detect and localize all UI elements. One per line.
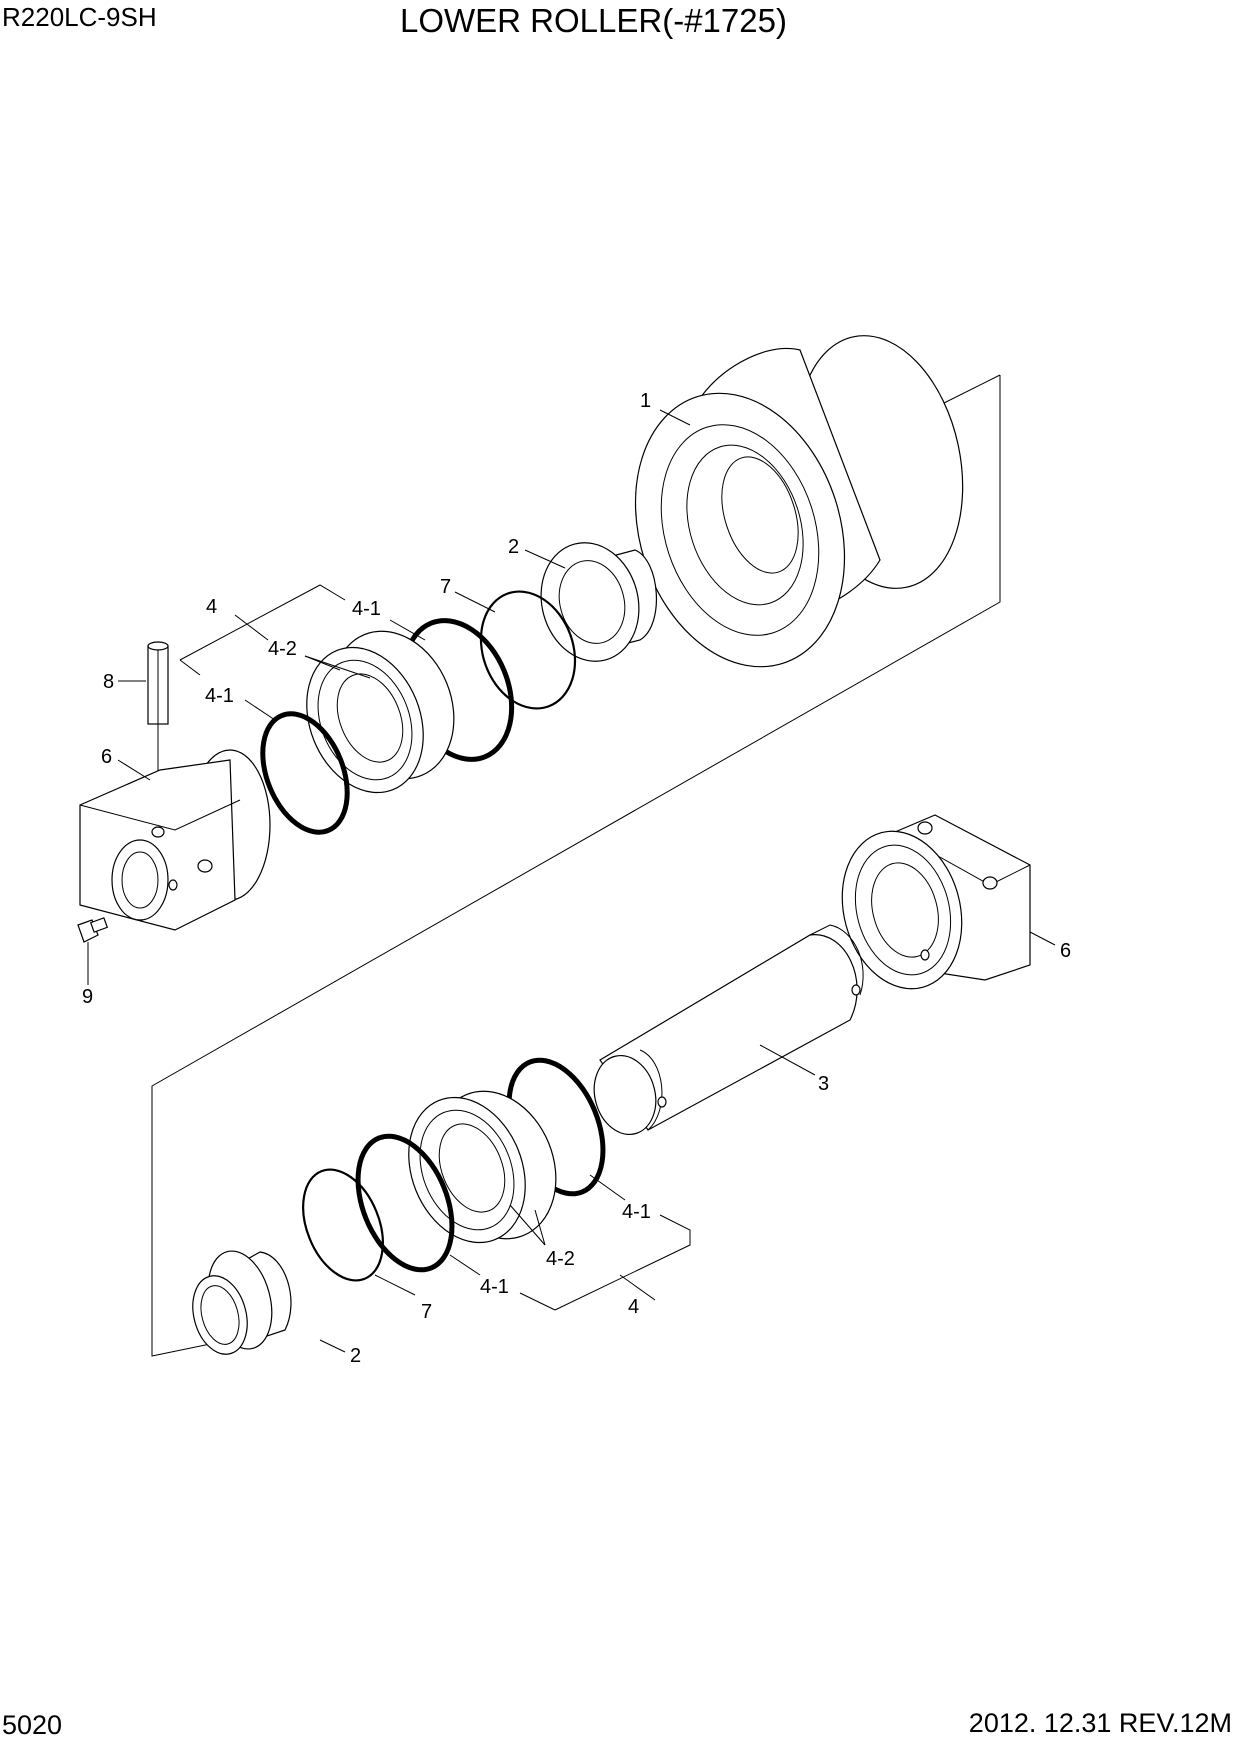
part-4-2-floating-seal-top <box>304 630 455 794</box>
callout-4-top: 4 <box>206 596 217 618</box>
callout-4-bottom: 4 <box>628 1296 639 1318</box>
part-2-bushing-bottom <box>192 1250 346 1355</box>
group-4-bracket-top <box>179 584 346 661</box>
part-4-1-o-ring-bottom-left <box>355 1133 481 1276</box>
callout-2-top: 2 <box>508 536 519 558</box>
part-2-bushing-top <box>524 542 657 662</box>
part-7-o-ring-top <box>454 590 577 710</box>
callout-4-1-bottom-right: 4-1 <box>622 1201 651 1223</box>
assembly-frame-top <box>939 374 1001 406</box>
page-number: 5020 <box>2 1710 63 1740</box>
callout-2-bottom: 2 <box>350 1345 361 1367</box>
assembly-frame <box>151 375 1001 1357</box>
callout-4-1-top-right: 4-1 <box>352 598 381 620</box>
part-1-roller-shell <box>634 335 964 668</box>
part-3-shaft <box>593 924 864 1136</box>
part-7-o-ring-bottom <box>302 1168 416 1296</box>
callout-7-top: 7 <box>440 576 451 598</box>
page-title: LOWER ROLLER(-#1725) <box>400 2 787 39</box>
revision-date: 2012. 12.31 REV.12M <box>968 1708 1232 1738</box>
callout-1: 1 <box>640 390 651 412</box>
callout-7-bottom: 7 <box>421 1301 432 1323</box>
callout-9: 9 <box>82 986 93 1008</box>
callout-4-2-bottom: 4-2 <box>546 1248 575 1270</box>
callout-4-2-top: 4-2 <box>268 638 297 660</box>
callout-6-left: 6 <box>101 746 112 768</box>
part-4-2-floating-seal-bottom <box>408 1090 557 1246</box>
group-4-bracket-bottom <box>554 1214 691 1311</box>
part-9-bolt <box>77 917 109 985</box>
callout-3: 3 <box>818 1073 829 1095</box>
callout-4-1-top-left: 4-1 <box>205 685 234 707</box>
callout-4-1-bottom-left: 4-1 <box>480 1276 509 1298</box>
model-code: R220LC-9SH <box>2 2 157 32</box>
part-6-collar-right <box>841 814 1056 990</box>
callout-8: 8 <box>103 671 114 693</box>
part-6-collar-left <box>79 749 271 931</box>
part-4-1-o-ring-top-left <box>244 699 350 835</box>
callout-6-right: 6 <box>1060 940 1071 962</box>
